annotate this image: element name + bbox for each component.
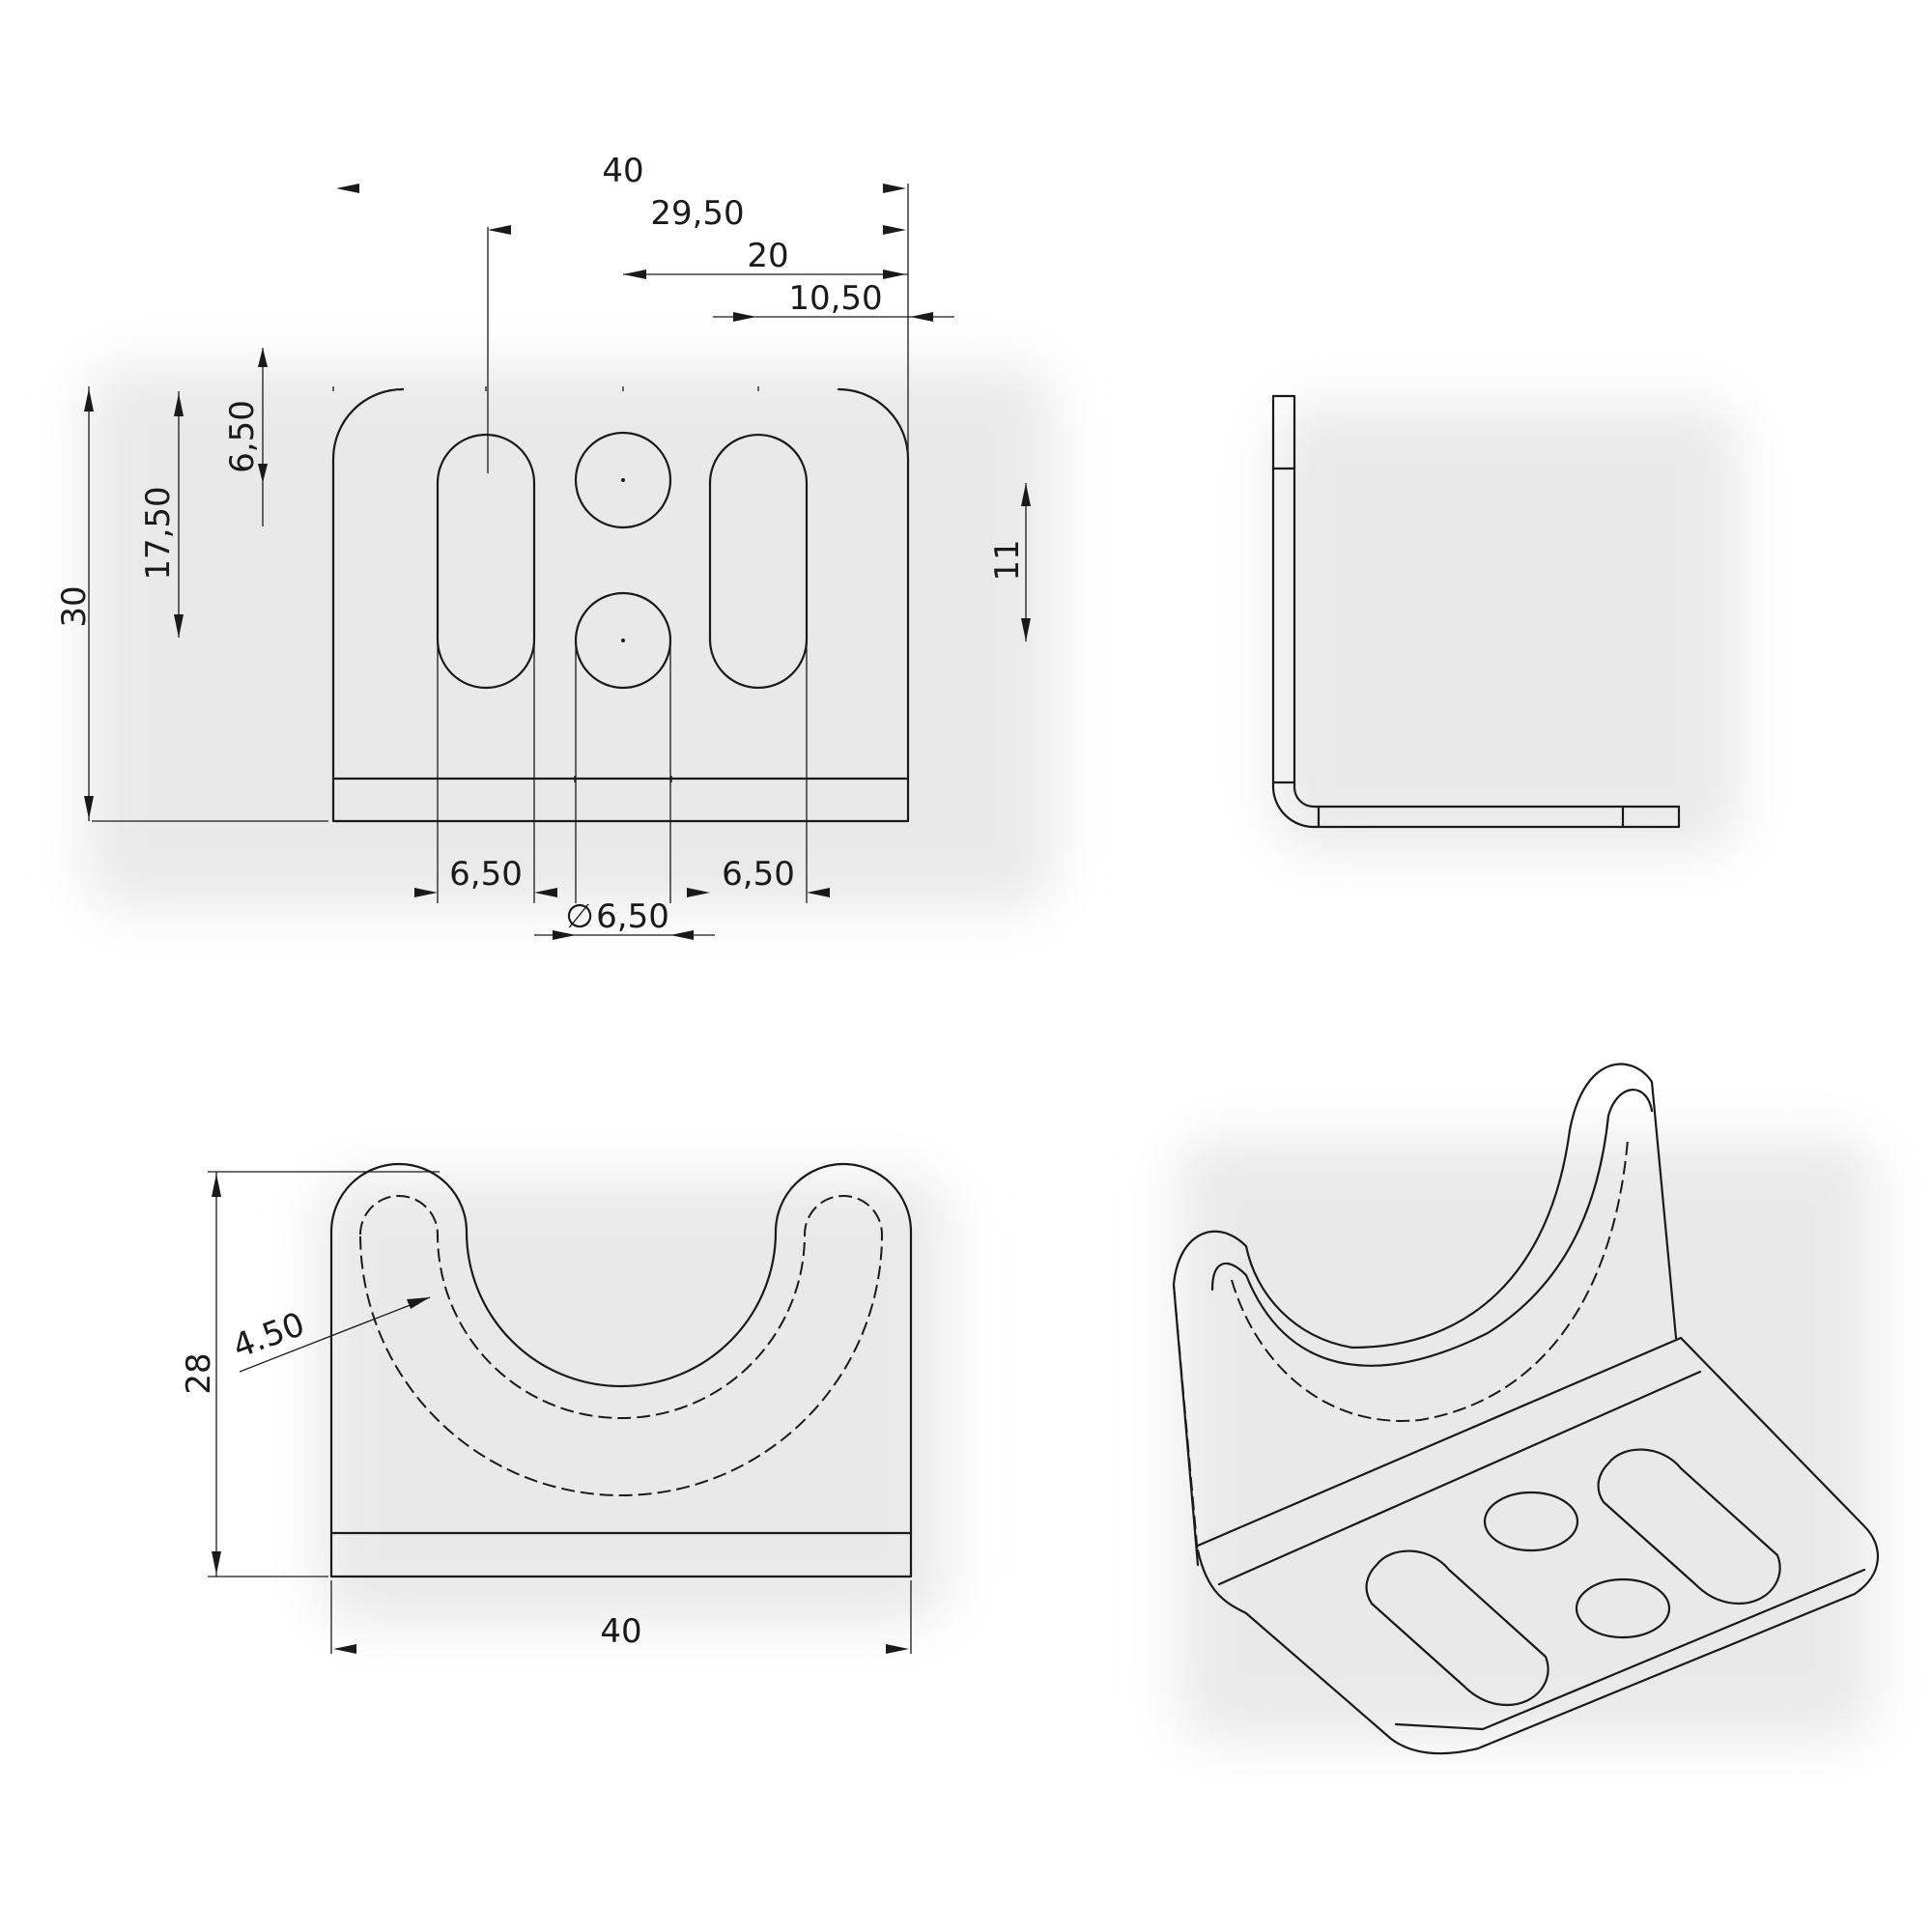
iso-back-plate-inner — [1210, 1089, 1654, 1367]
dim-slot-left-edge: 10,50 — [788, 279, 882, 318]
side-view — [1271, 394, 1681, 829]
iso-base-plate — [1196, 1336, 1879, 1755]
top-dim-width: 40 — [600, 1612, 641, 1651]
dim-slot-width-right: 6,50 — [722, 855, 795, 894]
isometric-view — [1172, 1063, 1879, 1755]
side-outline — [1271, 394, 1681, 829]
dim-hole-diameter: 6,50 — [596, 897, 669, 936]
top-arrows — [212, 1174, 909, 1654]
dim-slot-width-left: 6,50 — [449, 855, 523, 894]
front-view: 40 29,50 20 10,50 6,50 17,50 30 11 6,50 … — [55, 152, 1031, 940]
dim-hole-spacing: 17,50 — [139, 486, 178, 580]
top-inner-slot — [359, 1195, 884, 1496]
iso-hole-top — [1483, 1491, 1579, 1552]
iso-hole-bottom — [1575, 1577, 1671, 1639]
iso-slot-right — [1597, 1448, 1781, 1605]
front-ticks — [332, 386, 759, 782]
dim-overall-height: 30 — [55, 585, 94, 627]
top-wall-leader — [239, 1296, 431, 1373]
dim-diameter-symbol: ∅ — [565, 897, 594, 936]
front-extension-lines — [92, 184, 909, 903]
dim-slot-right-edge: 29,50 — [650, 194, 744, 233]
iso-bend-line-2 — [1217, 1370, 1702, 1586]
iso-bend-line — [1196, 1336, 1683, 1548]
dim-overall-width: 40 — [602, 152, 643, 190]
front-arrows — [84, 184, 1031, 940]
top-dim-height: 28 — [180, 1352, 218, 1394]
front-hole-top — [574, 431, 672, 529]
top-dim-wall: 4.50 — [228, 1305, 310, 1366]
iso-slot-left — [1365, 1549, 1549, 1707]
dim-hole-center: 20 — [747, 237, 788, 275]
dim-hole-vertical: 11 — [988, 539, 1027, 581]
top-outline — [329, 1162, 913, 1578]
front-hole-bottom-center — [621, 639, 625, 642]
dim-slot-top-offset: 6,50 — [223, 400, 262, 473]
front-hole-top-center — [621, 478, 625, 482]
iso-back-plate — [1172, 1063, 1678, 1567]
iso-base-edge — [1394, 1568, 1866, 1731]
iso-back-plate-hidden — [1173, 1139, 1629, 1556]
